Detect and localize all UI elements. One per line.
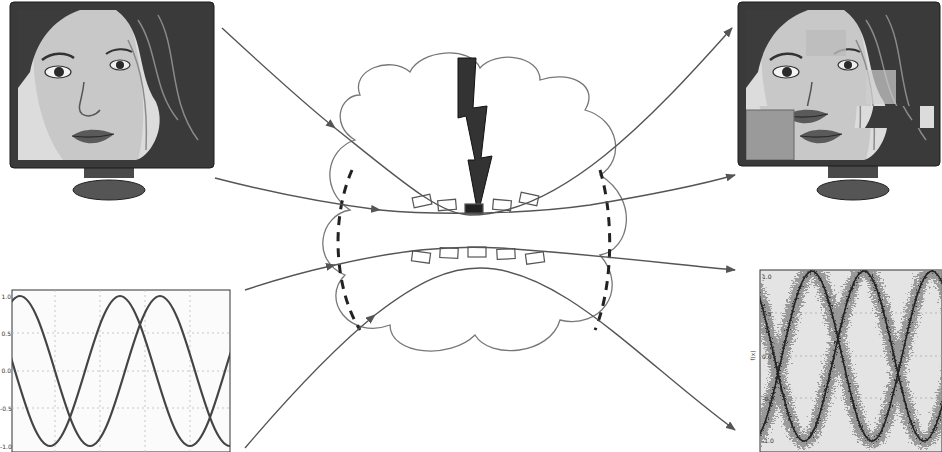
signal-arrow bbox=[245, 315, 375, 448]
packet bbox=[412, 194, 432, 208]
sine-curves bbox=[12, 296, 230, 446]
glitch-block bbox=[806, 30, 846, 56]
sine-curve bbox=[760, 271, 942, 441]
axis-tick: -1.0 bbox=[0, 443, 11, 450]
sine-curve bbox=[12, 296, 230, 446]
axis-tick: -0.5 bbox=[762, 395, 778, 402]
lightning-bolt bbox=[458, 58, 492, 214]
sine-curve bbox=[12, 296, 230, 446]
monitor-base bbox=[817, 180, 889, 200]
monitor-corrupted bbox=[732, 0, 940, 200]
channel-boundary bbox=[338, 170, 360, 330]
signal-arrow bbox=[245, 265, 335, 290]
axis-tick: 0.0 bbox=[762, 353, 778, 360]
clean-plot bbox=[0, 290, 300, 452]
signal-arrow bbox=[375, 268, 735, 430]
noisy-curves bbox=[760, 271, 942, 441]
monitor-frame bbox=[738, 2, 940, 166]
face-image bbox=[746, 10, 934, 160]
glitch-block bbox=[746, 110, 794, 160]
noise-band bbox=[760, 271, 942, 441]
axis-tick: -1.0 bbox=[762, 437, 778, 444]
noisy-signal bbox=[760, 271, 942, 441]
noise-cloud bbox=[323, 53, 627, 351]
axis-tick: -0.5 bbox=[0, 405, 11, 412]
signal-arrow bbox=[335, 28, 732, 215]
face-image bbox=[18, 10, 206, 160]
axis-tick: 1.0 bbox=[0, 293, 11, 300]
axis-label: f(x) bbox=[749, 346, 756, 366]
packet bbox=[525, 252, 544, 264]
packet bbox=[440, 248, 458, 259]
grid-line bbox=[12, 408, 230, 409]
signal-arrow bbox=[380, 175, 735, 213]
monitor-frame bbox=[10, 2, 214, 168]
sine-curve bbox=[760, 271, 942, 441]
axis-tick: 0.5 bbox=[762, 310, 778, 317]
packet bbox=[411, 251, 430, 263]
sine-curves bbox=[760, 271, 942, 441]
channel-boundary bbox=[595, 170, 610, 330]
grid-line bbox=[12, 333, 230, 334]
signal-arrow bbox=[215, 178, 380, 210]
signal-paths bbox=[215, 28, 735, 448]
packet bbox=[468, 247, 486, 257]
monitor-neck bbox=[828, 166, 878, 178]
axis-tick: 1.0 bbox=[762, 273, 778, 280]
packet bbox=[497, 249, 515, 260]
grid-line bbox=[12, 371, 230, 372]
noise-band bbox=[760, 271, 942, 441]
monitor-original bbox=[10, 2, 214, 200]
noisy-signal bbox=[760, 271, 942, 441]
grid-line bbox=[100, 290, 101, 452]
grid bbox=[12, 290, 230, 452]
axis-tick: 0.0 bbox=[0, 367, 11, 374]
face-image bbox=[18, 10, 206, 160]
noisy-plot bbox=[684, 270, 942, 452]
monitor-base bbox=[73, 180, 145, 200]
grid-line bbox=[190, 290, 191, 452]
axis-tick: 0.5 bbox=[0, 330, 11, 337]
plot-frame bbox=[12, 290, 230, 452]
signal-arrow bbox=[335, 247, 735, 270]
corrupted-image bbox=[746, 10, 934, 160]
noisy-signal bbox=[760, 271, 942, 441]
noise-band bbox=[760, 271, 942, 441]
glitch-block bbox=[866, 70, 896, 104]
signal-arrow bbox=[222, 28, 335, 128]
packets bbox=[411, 192, 544, 264]
